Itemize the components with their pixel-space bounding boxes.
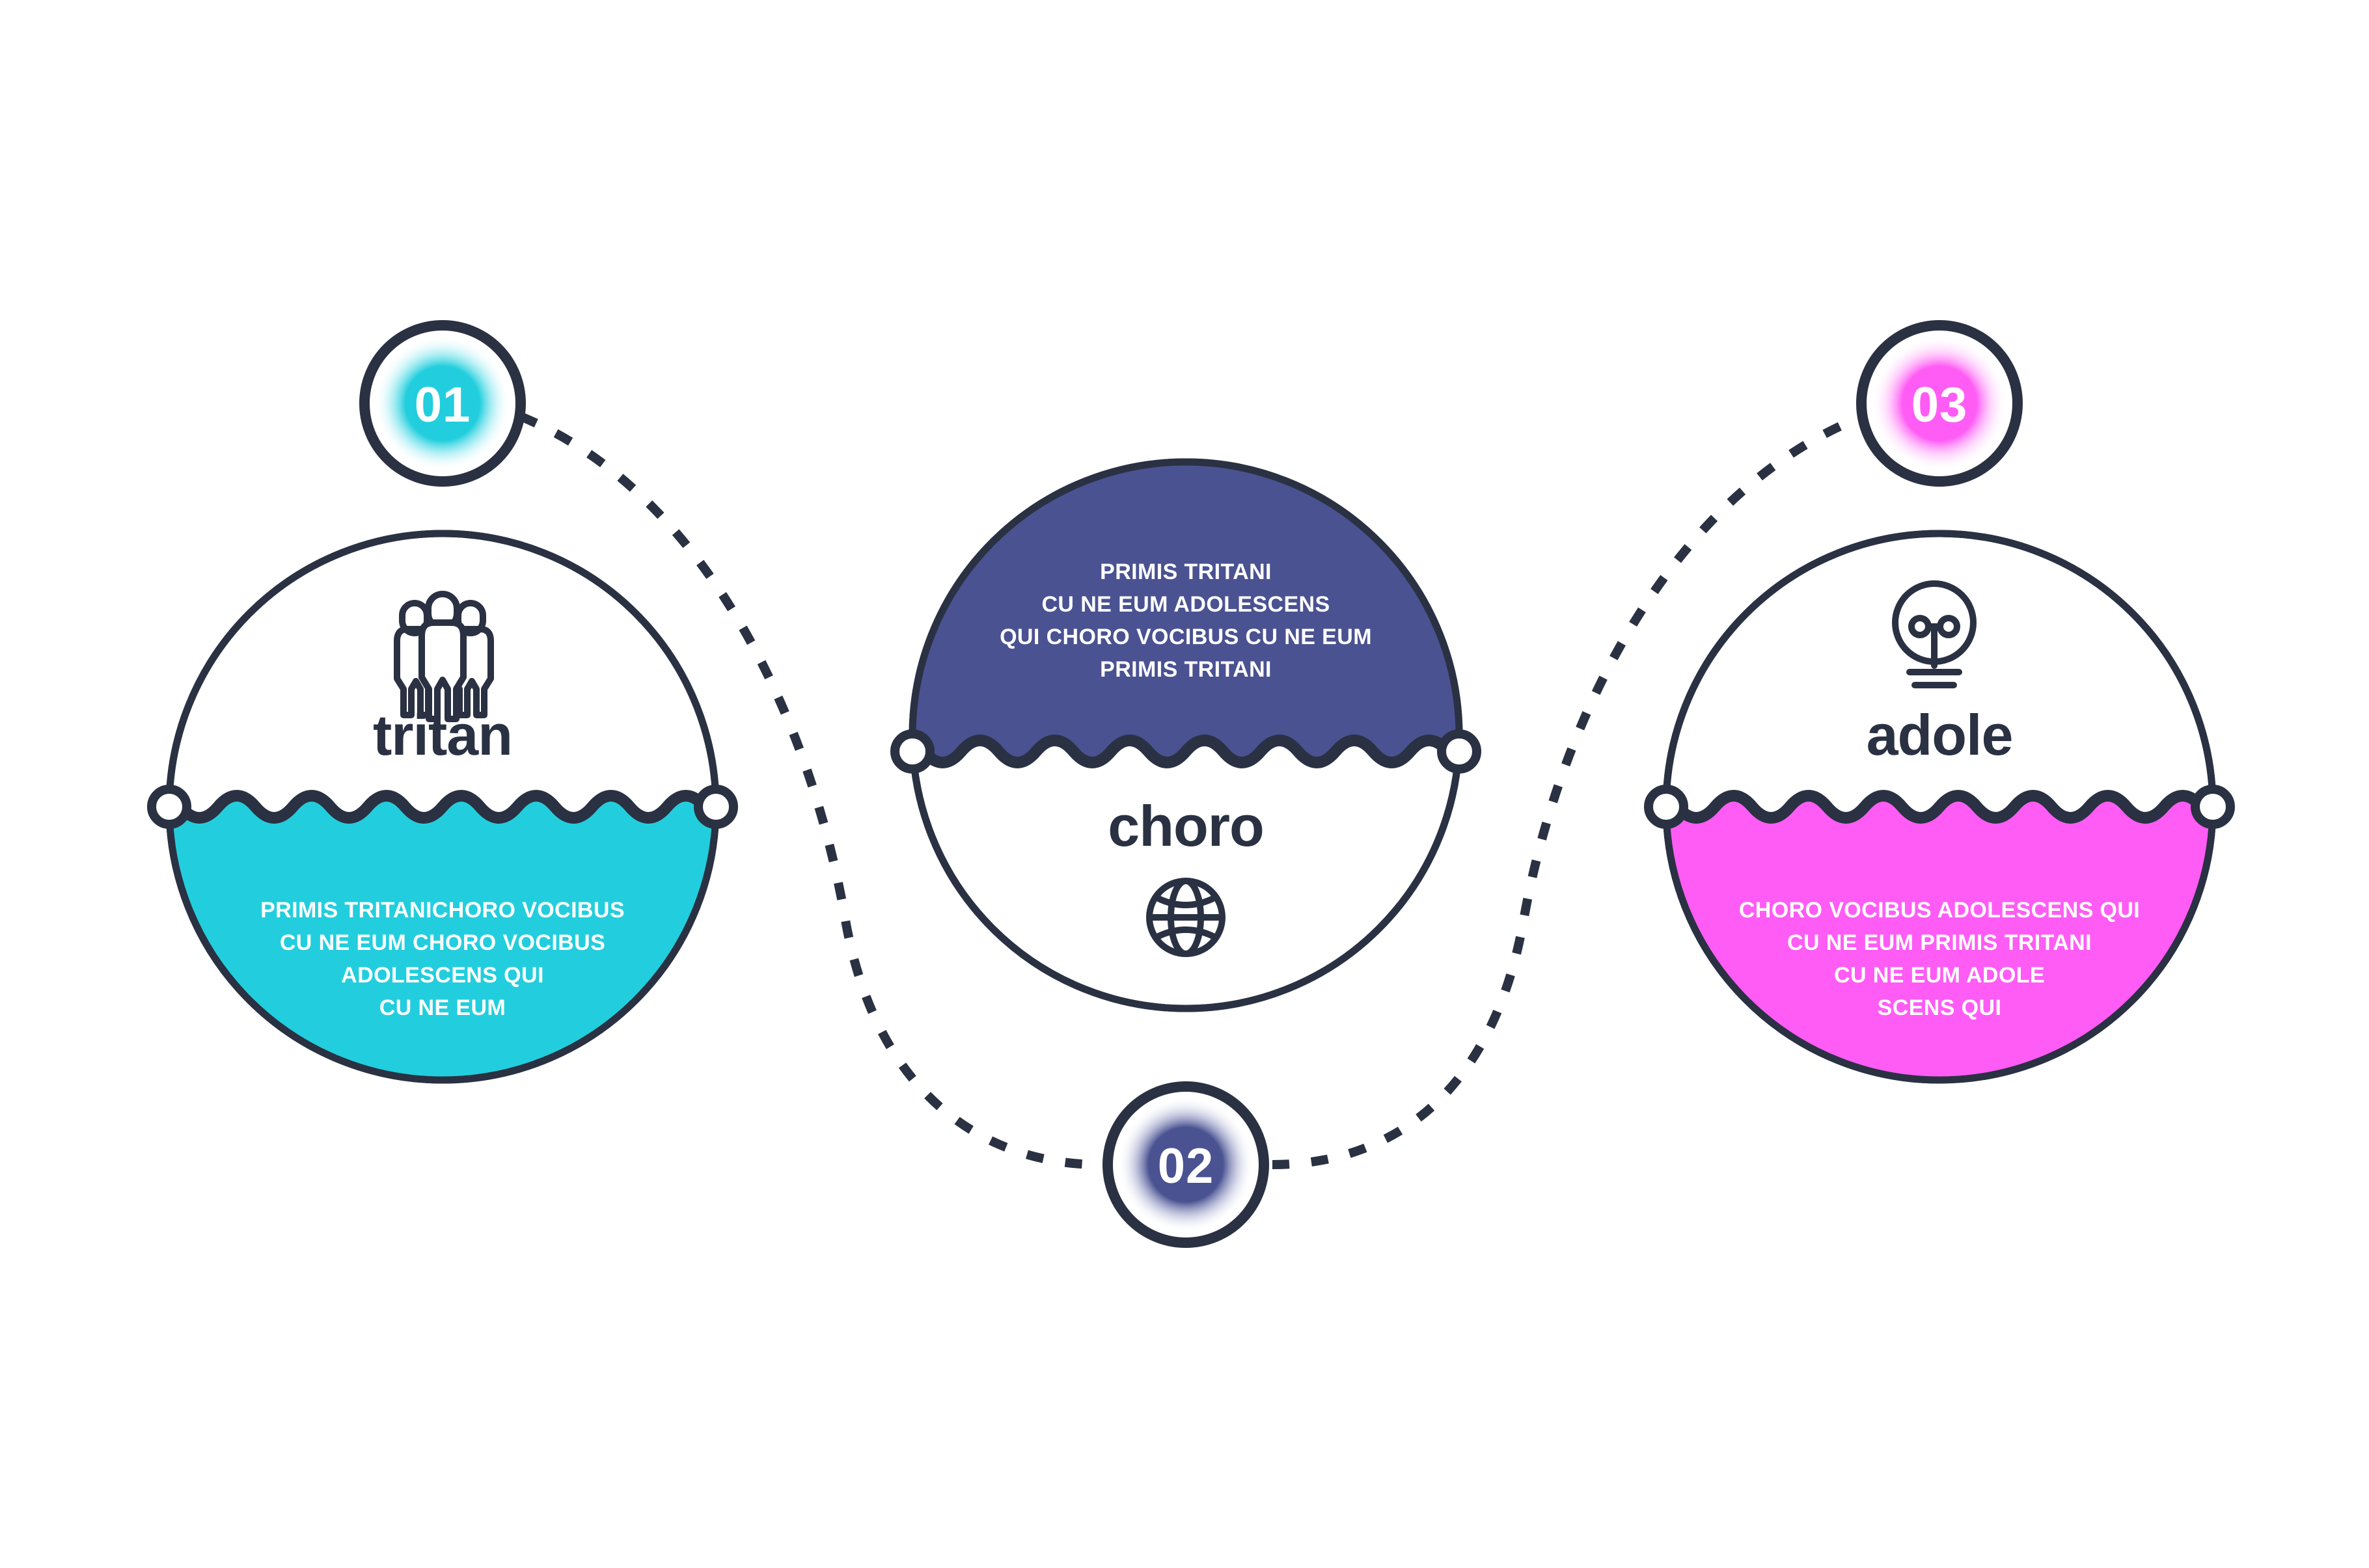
connector-01-02 <box>519 412 1101 1169</box>
node-tritan-body-line-1: PRIMIS TRITANICHORO VOCIBUS <box>260 898 625 923</box>
waterline-node-left <box>1644 785 1688 829</box>
node-adole-body-line-2: CU NE EUM PRIMIS TRITANI <box>1787 930 2092 955</box>
waterline-node-right <box>2191 785 2235 829</box>
lightbulb-icon <box>1892 580 1977 688</box>
node-choro-body-line-3: QUI CHORO VOCIBUS CU NE EUM <box>1000 625 1372 649</box>
node-choro-title: choro <box>1108 794 1263 858</box>
badge-03-label: 03 <box>1911 377 1968 433</box>
node-adole[interactable]: adole CHORO VOCIBUS ADOLESCENS QUI CU NE… <box>1640 530 2245 1145</box>
waterline-node-left <box>890 729 935 774</box>
node-choro-body-line-4: PRIMIS TRITANI <box>1100 657 1272 682</box>
waterline-node-right <box>1437 729 1481 774</box>
node-choro[interactable]: PRIMIS TRITANI CU NE EUM ADOLESCENS QUI … <box>886 403 1492 1012</box>
node-tritan-body-line-3: ADOLESCENS QUI <box>341 963 544 988</box>
node-adole-title: adole <box>1867 703 2013 767</box>
node-adole-body-line-3: CU NE EUM ADOLE <box>1834 963 2045 988</box>
node-adole-body-line-4: SCENS QUI <box>1878 995 2002 1020</box>
badge-01-label: 01 <box>415 377 471 433</box>
badge-02-glow <box>1118 1097 1253 1232</box>
badge-01-glow <box>375 336 510 471</box>
waterline-node-right <box>694 785 738 829</box>
node-adole-body-line-1: CHORO VOCIBUS ADOLESCENS QUI <box>1739 898 2140 923</box>
badge-01[interactable]: 01 <box>359 320 526 487</box>
node-tritan[interactable]: tritan PRIMIS TRITANICHORO VOCIBUS CU NE… <box>143 530 748 1145</box>
node-tritan-title: tritan <box>373 703 512 767</box>
badge-03[interactable]: 03 <box>1856 320 2023 487</box>
node-tritan-body-line-2: CU NE EUM CHORO VOCIBUS <box>280 930 605 955</box>
badge-02-label: 02 <box>1158 1139 1214 1194</box>
waterline-node-left <box>147 785 191 829</box>
badge-02[interactable]: 02 <box>1102 1081 1269 1248</box>
badge-03-glow <box>1872 336 2007 471</box>
people-icon <box>394 591 494 722</box>
connector-02-03 <box>1272 412 1865 1169</box>
globe-icon <box>1146 878 1226 957</box>
node-choro-body-line-1: PRIMIS TRITANI <box>1100 560 1272 584</box>
node-tritan-body-line-4: CU NE EUM <box>379 995 506 1020</box>
node-choro-body-line-2: CU NE EUM ADOLESCENS <box>1041 592 1330 617</box>
